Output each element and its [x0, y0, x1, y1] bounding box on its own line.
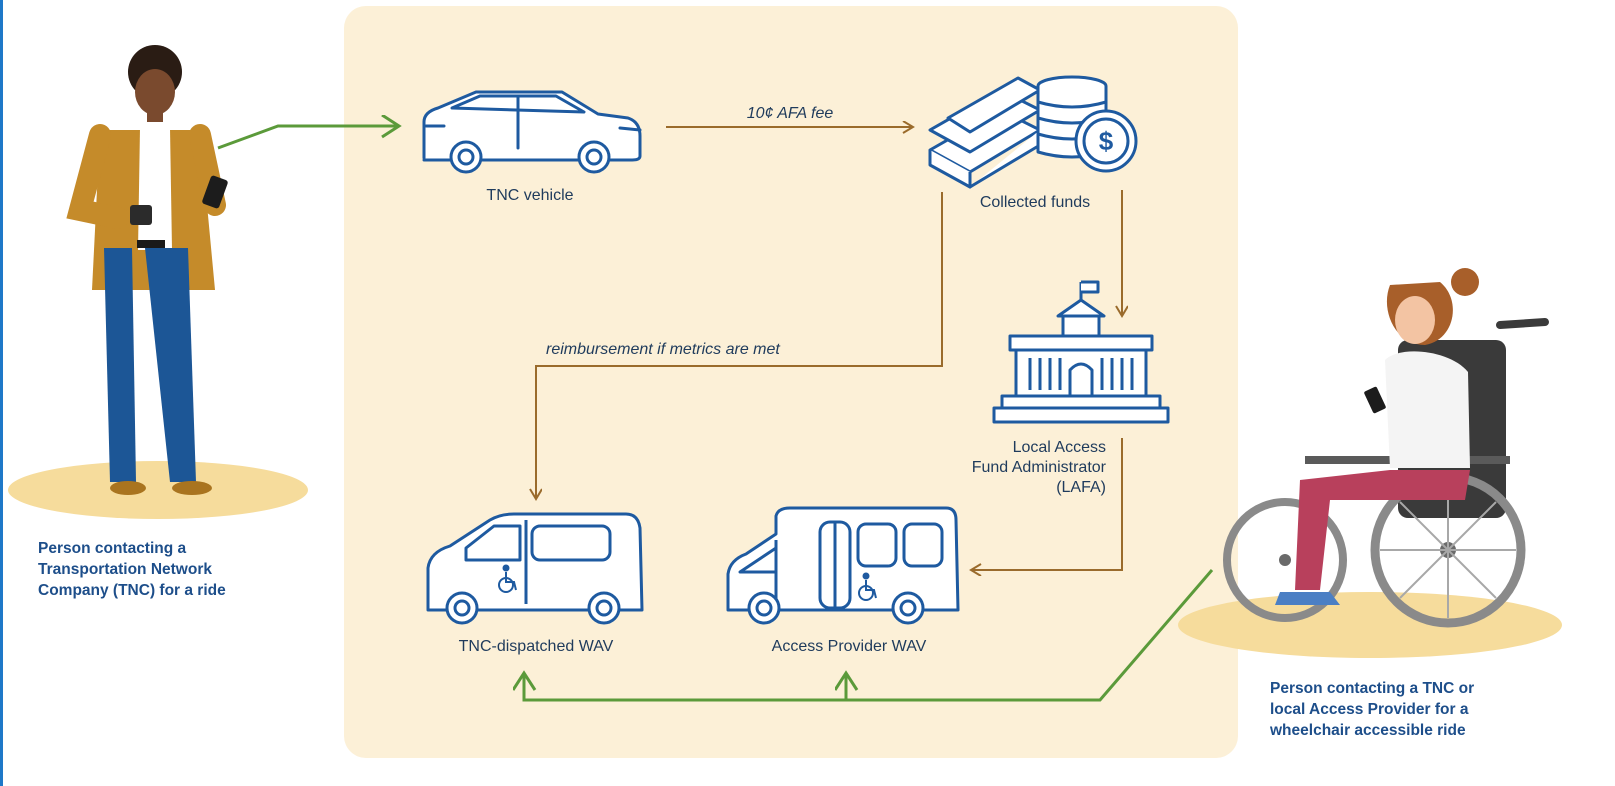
right-caption-line3: wheelchair accessible ride	[1270, 722, 1466, 739]
right-caption-line1: Person contacting a TNC or	[1270, 680, 1475, 697]
reimbursement-label: reimbursement if metrics are met	[546, 341, 780, 358]
tnc-wav-label: TNC-dispatched WAV	[458, 638, 614, 655]
person-icon	[66, 45, 228, 495]
collected-funds-label: Collected funds	[979, 194, 1091, 211]
left-ground-shadow	[8, 461, 308, 519]
left-border	[0, 0, 3, 786]
arrow-person-to-car	[217, 126, 398, 150]
left-caption-line1: Person contacting a	[38, 540, 187, 557]
money-icon	[928, 75, 1138, 189]
car-icon	[422, 90, 642, 174]
right-caption-line2: local Access Provider for a	[1270, 701, 1469, 718]
access-provider-wav-label: Access Provider WAV	[771, 638, 927, 655]
left-caption-line2: Transportation Network	[38, 561, 212, 578]
wav-bus-icon	[726, 506, 960, 625]
government-building-icon	[992, 280, 1170, 424]
lafa-label: Local Access Fund Administrator (LAFA)	[940, 438, 1106, 498]
left-caption-line3: Company (TNC) for a ride	[38, 582, 226, 599]
tnc-vehicle-label: TNC vehicle	[486, 187, 574, 204]
left-person-caption: Person contacting a Transportation Netwo…	[38, 538, 298, 601]
wheelchair-symbol-icon	[858, 572, 877, 601]
afa-fee-label: 10¢ AFA fee	[746, 105, 834, 122]
arrow-to-tnc-wav	[524, 569, 1214, 702]
arrow-lafa-to-provider	[972, 438, 1123, 570]
dollar-sign: $	[1099, 126, 1114, 156]
wheelchair-symbol-icon	[498, 564, 517, 593]
arrow-reimbursement	[536, 192, 943, 498]
wav-van-icon	[426, 512, 644, 625]
right-person-caption: Person contacting a TNC or local Access …	[1270, 678, 1570, 741]
lafa-label-line1: Local Access	[1012, 439, 1106, 456]
wheelchair-user-icon	[1223, 268, 1549, 628]
right-ground-shadow	[1178, 592, 1562, 658]
lafa-label-line3: (LAFA)	[1056, 479, 1106, 496]
lafa-label-line2: Fund Administrator	[971, 459, 1106, 476]
